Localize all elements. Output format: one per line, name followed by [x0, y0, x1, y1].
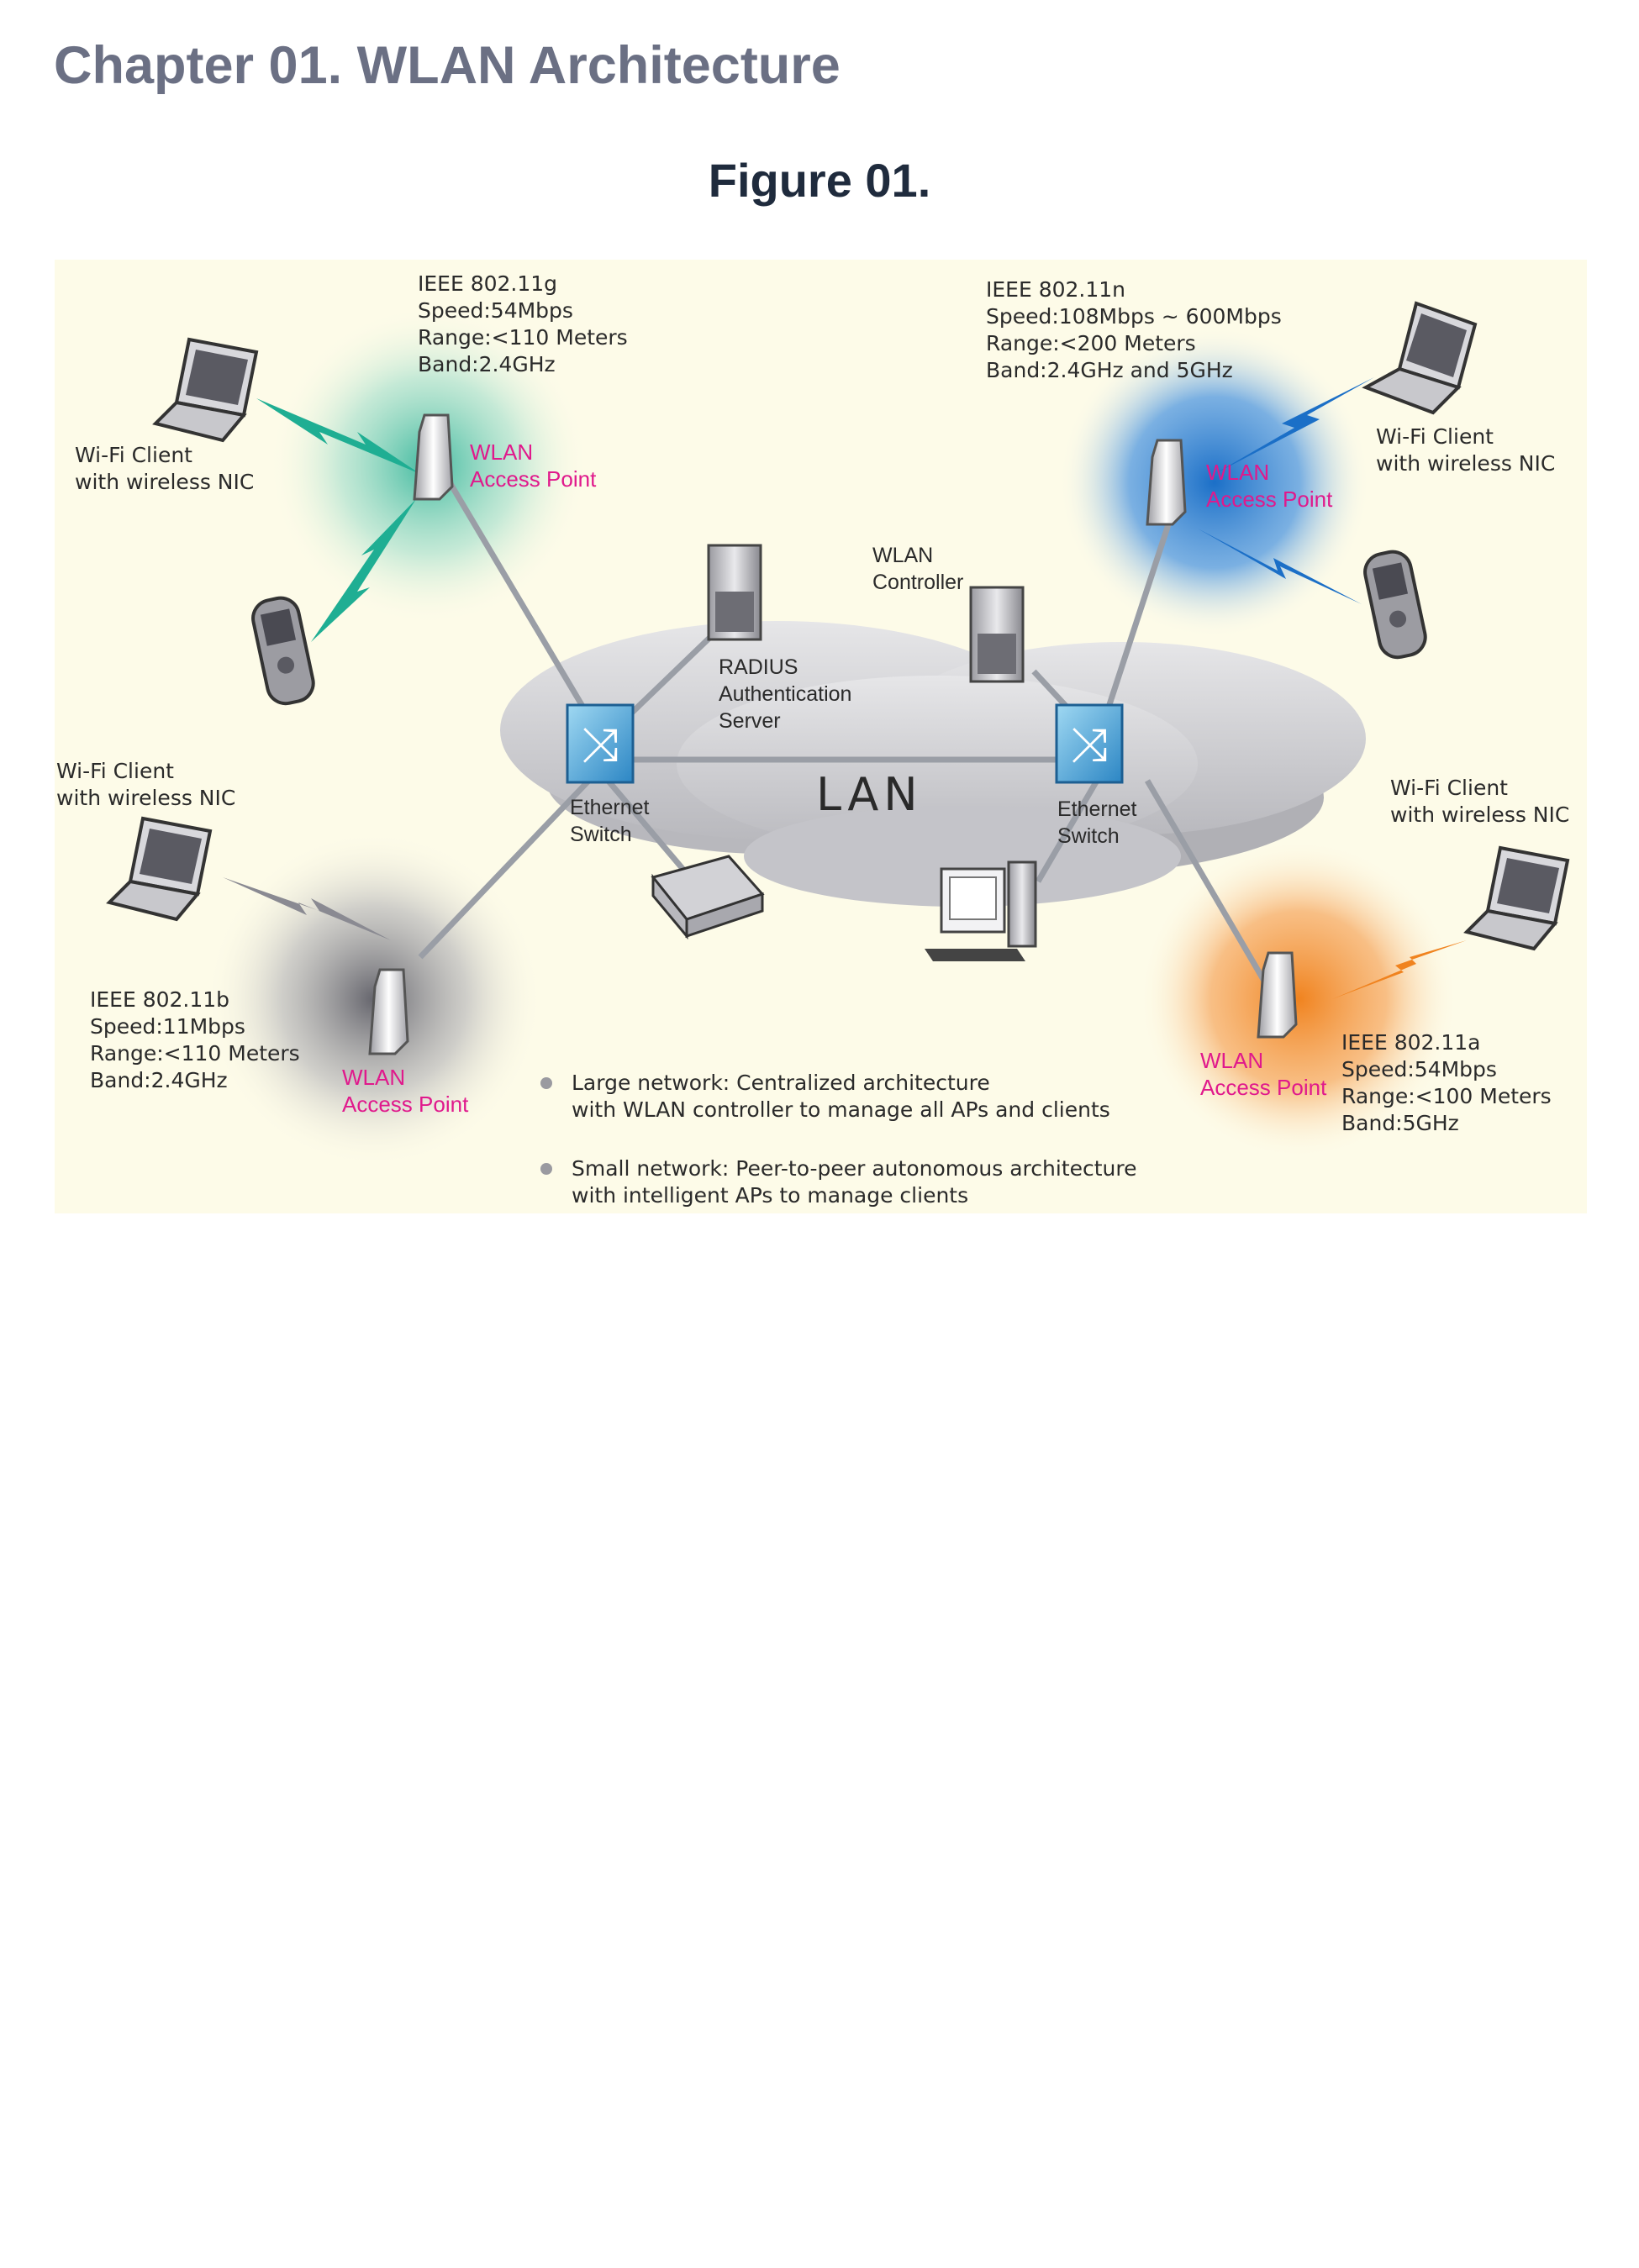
svg-text:IEEE 802.11b: IEEE 802.11b — [90, 987, 229, 1012]
ethernet-switch-icon: ⤨ — [1055, 703, 1124, 784]
svg-text:IEEE 802.11a: IEEE 802.11a — [1341, 1030, 1481, 1055]
svg-text:Ethernet: Ethernet — [570, 796, 650, 819]
svg-text:Speed:11Mbps: Speed:11Mbps — [90, 1014, 245, 1039]
svg-text:WLAN: WLAN — [342, 1065, 405, 1090]
access-point-label: WLAN Access Point — [1200, 1048, 1327, 1100]
svg-text:Band:5GHz: Band:5GHz — [1341, 1111, 1459, 1135]
controller-label: WLAN Controller — [872, 544, 963, 594]
mobile-phone-icon — [1363, 550, 1427, 660]
wireless-link-laptop-b — [223, 877, 391, 940]
switch-label: Ethernet Switch — [570, 796, 650, 846]
svg-text:RADIUS: RADIUS — [719, 655, 798, 679]
svg-text:with WLAN controller to manage: with WLAN controller to manage all APs a… — [572, 1097, 1110, 1122]
access-point-label: WLAN Access Point — [1206, 460, 1333, 512]
laptop-icon — [106, 816, 213, 922]
access-point-icon — [368, 968, 409, 1055]
wlan-architecture-diagram: ⤨ ⤨ IEEE 802.11g Speed:54Mbps Range:<110… — [55, 260, 1587, 1213]
svg-text:WLAN: WLAN — [470, 439, 533, 465]
svg-text:Access Point: Access Point — [1206, 487, 1333, 512]
client-label: Wi-Fi Client with wireless NIC — [56, 759, 235, 810]
radius-server-icon — [707, 544, 762, 641]
chapter-title: Chapter 01. WLAN Architecture — [54, 36, 841, 95]
coverage-802-11a — [1139, 839, 1458, 1159]
svg-text:Access Point: Access Point — [1200, 1075, 1327, 1100]
svg-text:Access Point: Access Point — [470, 466, 597, 492]
svg-text:Switch: Switch — [570, 823, 632, 846]
note-large-network: Large network: Centralized architecture … — [572, 1071, 1110, 1122]
note-small-network: Small network: Peer-to-peer autonomous a… — [572, 1156, 1137, 1208]
svg-text:Range:<200 Meters: Range:<200 Meters — [986, 331, 1196, 355]
access-point-icon — [1257, 951, 1298, 1039]
svg-text:Server: Server — [719, 709, 781, 733]
radius-label: RADIUS Authentication Server — [719, 655, 851, 733]
svg-text:⤨: ⤨ — [582, 718, 619, 772]
svg-text:Large network: Centralized arc: Large network: Centralized architecture — [572, 1071, 990, 1095]
svg-text:Range:<100 Meters: Range:<100 Meters — [1341, 1084, 1552, 1108]
ethernet-switch-icon: ⤨ — [566, 703, 635, 784]
svg-text:Speed:54Mbps: Speed:54Mbps — [1341, 1057, 1497, 1081]
wireless-link-phone-g — [311, 499, 416, 642]
client-label: Wi-Fi Client with wireless NIC — [75, 443, 254, 494]
svg-text:Band:2.4GHz: Band:2.4GHz — [90, 1068, 228, 1092]
lan-cloud — [500, 621, 1366, 907]
svg-text:Authentication: Authentication — [719, 682, 851, 706]
coverage-802-11n — [1059, 327, 1370, 638]
laptop-icon — [1463, 845, 1570, 951]
access-point-icon — [1146, 439, 1187, 526]
svg-text:Range:<110 Meters: Range:<110 Meters — [418, 325, 628, 350]
svg-text:WLAN: WLAN — [1200, 1048, 1263, 1073]
svg-text:Wi-Fi Client: Wi-Fi Client — [75, 443, 192, 467]
workstation-icon — [925, 860, 1037, 961]
svg-text:Speed:54Mbps: Speed:54Mbps — [418, 298, 573, 323]
laptop-icon — [152, 337, 259, 443]
svg-text:IEEE 802.11g: IEEE 802.11g — [418, 271, 557, 296]
svg-text:Wi-Fi Client: Wi-Fi Client — [1390, 776, 1508, 800]
svg-text:⤨: ⤨ — [1071, 718, 1109, 772]
svg-text:Switch: Switch — [1057, 824, 1120, 848]
wireless-link-phone-n — [1198, 529, 1362, 604]
wlan-controller-icon — [969, 586, 1025, 683]
svg-text:Band:2.4GHz and 5GHz: Band:2.4GHz and 5GHz — [986, 358, 1233, 382]
access-point-icon — [413, 413, 454, 501]
svg-text:Access Point: Access Point — [342, 1092, 469, 1117]
svg-text:Ethernet: Ethernet — [1057, 797, 1137, 821]
svg-text:with wireless NIC: with wireless NIC — [75, 470, 254, 494]
svg-text:Speed:108Mbps ~ 600Mbps: Speed:108Mbps ~ 600Mbps — [986, 304, 1282, 329]
mobile-phone-icon — [251, 596, 315, 706]
svg-text:with intelligent APs to manage: with intelligent APs to manage clients — [572, 1183, 968, 1208]
svg-text:WLAN: WLAN — [1206, 460, 1269, 485]
svg-text:IEEE 802.11n: IEEE 802.11n — [986, 277, 1125, 302]
figure-title: Figure 01. — [708, 154, 931, 207]
svg-text:Range:<110 Meters: Range:<110 Meters — [90, 1041, 300, 1066]
laptop-icon — [1362, 301, 1478, 415]
label-802-11g: IEEE 802.11g Speed:54Mbps Range:<110 Met… — [418, 271, 628, 376]
client-label: Wi-Fi Client with wireless NIC — [1390, 776, 1569, 827]
access-point-label: WLAN Access Point — [342, 1065, 469, 1117]
client-label: Wi-Fi Client with wireless NIC — [1376, 424, 1555, 476]
lan-label: LAN — [816, 768, 923, 821]
svg-text:Controller: Controller — [872, 571, 963, 594]
svg-text:with wireless NIC: with wireless NIC — [56, 786, 235, 810]
svg-text:with wireless NIC: with wireless NIC — [1390, 802, 1569, 827]
wireless-link-laptop-g — [256, 398, 420, 474]
access-point-label: WLAN Access Point — [470, 439, 597, 492]
bullet-icon — [540, 1163, 552, 1175]
printer-icon — [651, 855, 765, 940]
svg-text:Wi-Fi Client: Wi-Fi Client — [56, 759, 174, 783]
svg-text:Small network: Peer-to-peer au: Small network: Peer-to-peer autonomous a… — [572, 1156, 1137, 1181]
svg-text:Band:2.4GHz: Band:2.4GHz — [418, 352, 556, 376]
label-802-11b: IEEE 802.11b Speed:11Mbps Range:<110 Met… — [90, 987, 300, 1092]
bullet-icon — [540, 1077, 552, 1089]
svg-text:Wi-Fi Client: Wi-Fi Client — [1376, 424, 1494, 449]
svg-text:WLAN: WLAN — [872, 544, 933, 567]
label-802-11n: IEEE 802.11n Speed:108Mbps ~ 600Mbps Ran… — [986, 277, 1282, 382]
svg-text:with wireless NIC: with wireless NIC — [1376, 451, 1555, 476]
label-802-11a: IEEE 802.11a Speed:54Mbps Range:<100 Met… — [1341, 1030, 1552, 1135]
switch-label: Ethernet Switch — [1057, 797, 1137, 848]
wireless-link-laptop-n — [1215, 377, 1374, 474]
